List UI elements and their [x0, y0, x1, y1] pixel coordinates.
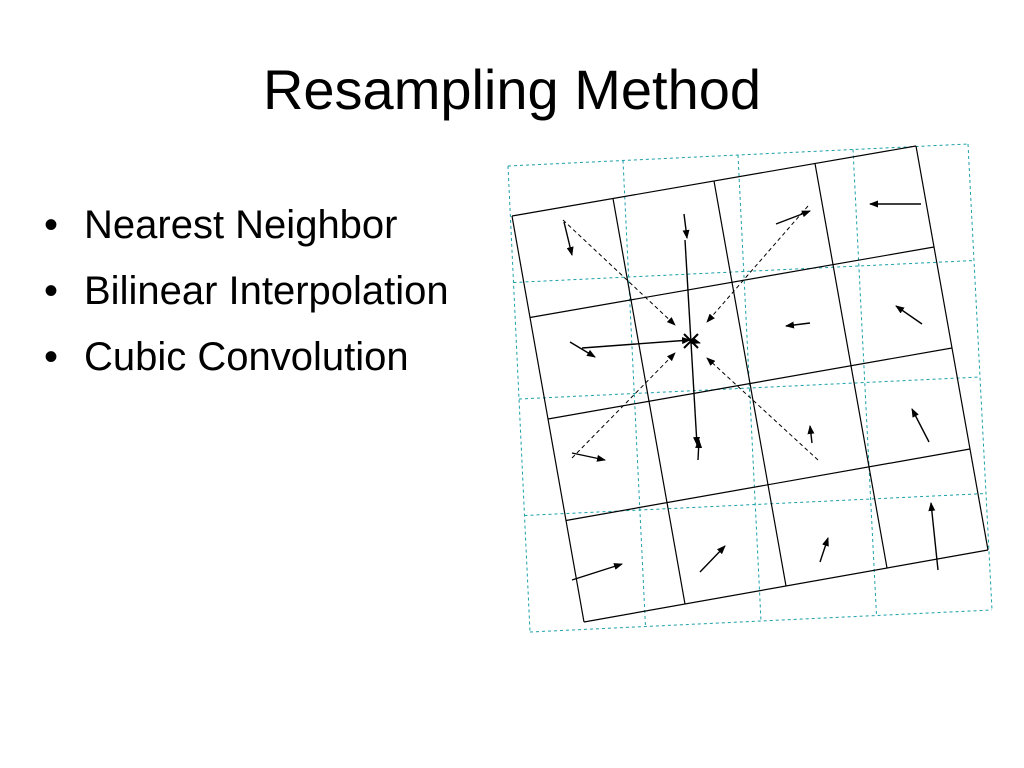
bullet-label: Cubic Convolution	[84, 335, 409, 379]
bullet-label: Nearest Neighbor	[84, 203, 398, 247]
vector-arrow	[807, 425, 815, 444]
bullet-dot-icon: •	[44, 335, 59, 379]
bullet-dot-icon: •	[44, 269, 59, 313]
bullet-label: Bilinear Interpolation	[84, 269, 449, 313]
vector-arrow	[581, 337, 691, 349]
output-grid-col-line	[967, 143, 993, 611]
vector-arrow	[699, 545, 726, 573]
output-grid-row-line	[524, 493, 987, 516]
vector-arrow	[682, 213, 690, 239]
vector-arrow	[695, 439, 703, 461]
vector-arrow	[569, 341, 596, 358]
connector-arrow	[562, 219, 676, 326]
center-point	[683, 333, 699, 349]
output-grid-row-line	[518, 376, 981, 400]
input-grid-col-line	[915, 145, 989, 551]
vector-arrow	[895, 305, 923, 325]
vector-arrow	[571, 452, 606, 462]
input-grid-row-line	[583, 549, 989, 623]
vector-arrow	[684, 239, 701, 446]
vector-arrow	[911, 408, 930, 443]
vector-arrow	[819, 537, 829, 563]
connector-arrow	[571, 352, 676, 459]
input-grid-row-line	[565, 448, 971, 522]
connector-arrow	[706, 205, 809, 323]
bullet-dot-icon: •	[44, 203, 59, 247]
bullet-bilinear-interpolation: • Bilinear Interpolation	[44, 258, 449, 324]
input-grid-col-line	[814, 163, 888, 569]
vector-arrow	[928, 502, 939, 571]
input-grid	[511, 145, 989, 623]
vector-arrow	[775, 210, 811, 225]
output-grid	[507, 143, 993, 633]
bullet-cubic-convolution: • Cubic Convolution	[44, 324, 449, 390]
input-grid-col-line	[713, 180, 787, 587]
slide-title: Resampling Method	[262, 58, 762, 121]
displacement-vectors	[563, 200, 939, 581]
connector-arrow	[706, 357, 819, 461]
bullet-list: • Nearest Neighbor • Bilinear Interpolatio…	[44, 192, 449, 390]
center-cross-line	[683, 333, 699, 349]
vector-arrow	[785, 321, 811, 329]
vector-arrow	[563, 221, 574, 256]
neighbor-connectors	[562, 205, 819, 461]
output-grid-row-line	[529, 609, 993, 633]
vector-arrow	[571, 563, 623, 581]
bullet-nearest-neighbor: • Nearest Neighbor	[44, 192, 449, 258]
